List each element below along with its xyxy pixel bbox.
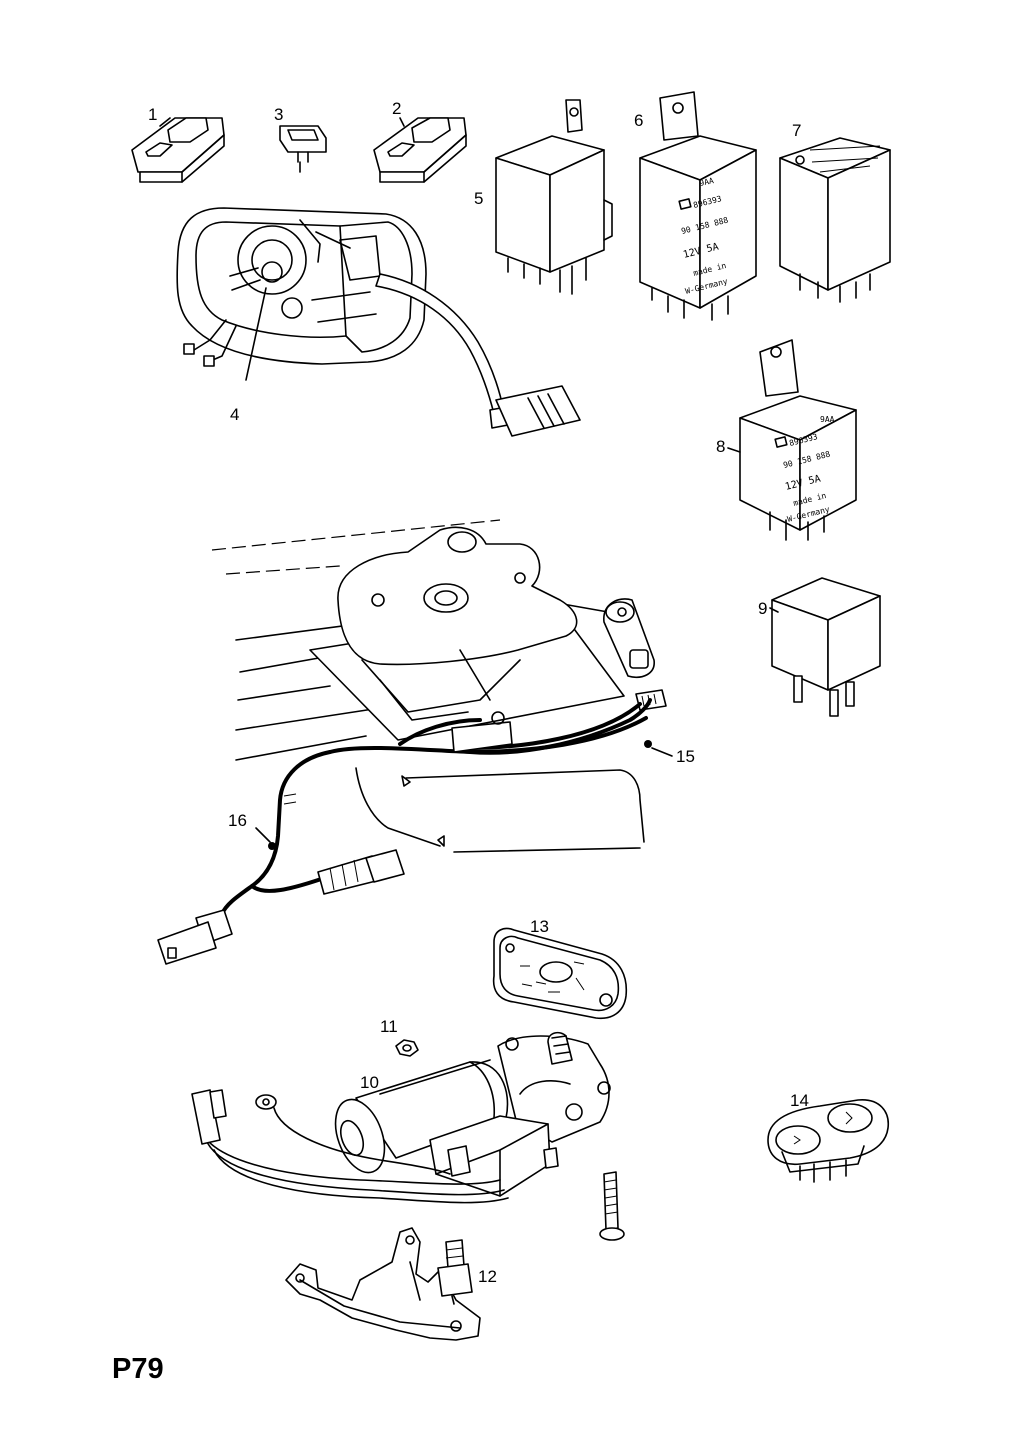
callout-2: 2 <box>392 99 401 118</box>
part-15-16-wiring-harness <box>157 698 652 965</box>
part-7-relay <box>779 137 891 303</box>
part-6-relay: 9AA 896393 90 158 888 12V 5A made in W-G… <box>639 91 757 321</box>
part-3-push-button <box>279 125 327 173</box>
callout-14: 14 <box>790 1091 809 1110</box>
part-13-gasket <box>492 927 628 1020</box>
part-14-sunroof-switch <box>767 1099 889 1183</box>
callout-12: 12 <box>478 1267 497 1286</box>
callout-9: 9 <box>758 599 767 618</box>
callout-4: 4 <box>230 405 239 424</box>
part-2-window-switch <box>373 117 467 183</box>
part-10-sunroof-motor <box>191 1031 611 1204</box>
part-8-relay: 9AA 896393 90 158 888 12V 5A made in W-G… <box>739 339 857 541</box>
callout-1: 1 <box>148 105 157 124</box>
part-12-bracket <box>285 1227 481 1341</box>
callout-16: 16 <box>228 811 247 830</box>
svg-text:9AA: 9AA <box>820 415 835 424</box>
callout-leader-lines <box>159 117 779 843</box>
callout-13: 13 <box>530 917 549 936</box>
callout-6: 6 <box>634 111 643 130</box>
page-code: P79 <box>112 1353 164 1385</box>
part-5-relay <box>495 99 613 295</box>
callout-5: 5 <box>474 189 483 208</box>
callout-15: 15 <box>676 747 695 766</box>
part-11-nut <box>395 1039 419 1057</box>
callout-8: 8 <box>716 437 725 456</box>
svg-text:9AA: 9AA <box>699 176 715 188</box>
callout-3: 3 <box>274 105 283 124</box>
callout-10: 10 <box>360 1073 379 1092</box>
callout-7: 7 <box>792 121 801 140</box>
part-1-window-switch <box>131 117 225 183</box>
screw <box>599 1171 625 1241</box>
tailgate-lock-assembly <box>211 519 667 853</box>
part-4-door-mirror-assembly <box>176 207 581 437</box>
callout-numbers: 1 2 3 4 5 6 7 8 9 10 11 12 13 14 15 16 <box>148 99 809 1286</box>
part-9-relay <box>771 577 881 717</box>
callout-11: 11 <box>380 1017 398 1036</box>
